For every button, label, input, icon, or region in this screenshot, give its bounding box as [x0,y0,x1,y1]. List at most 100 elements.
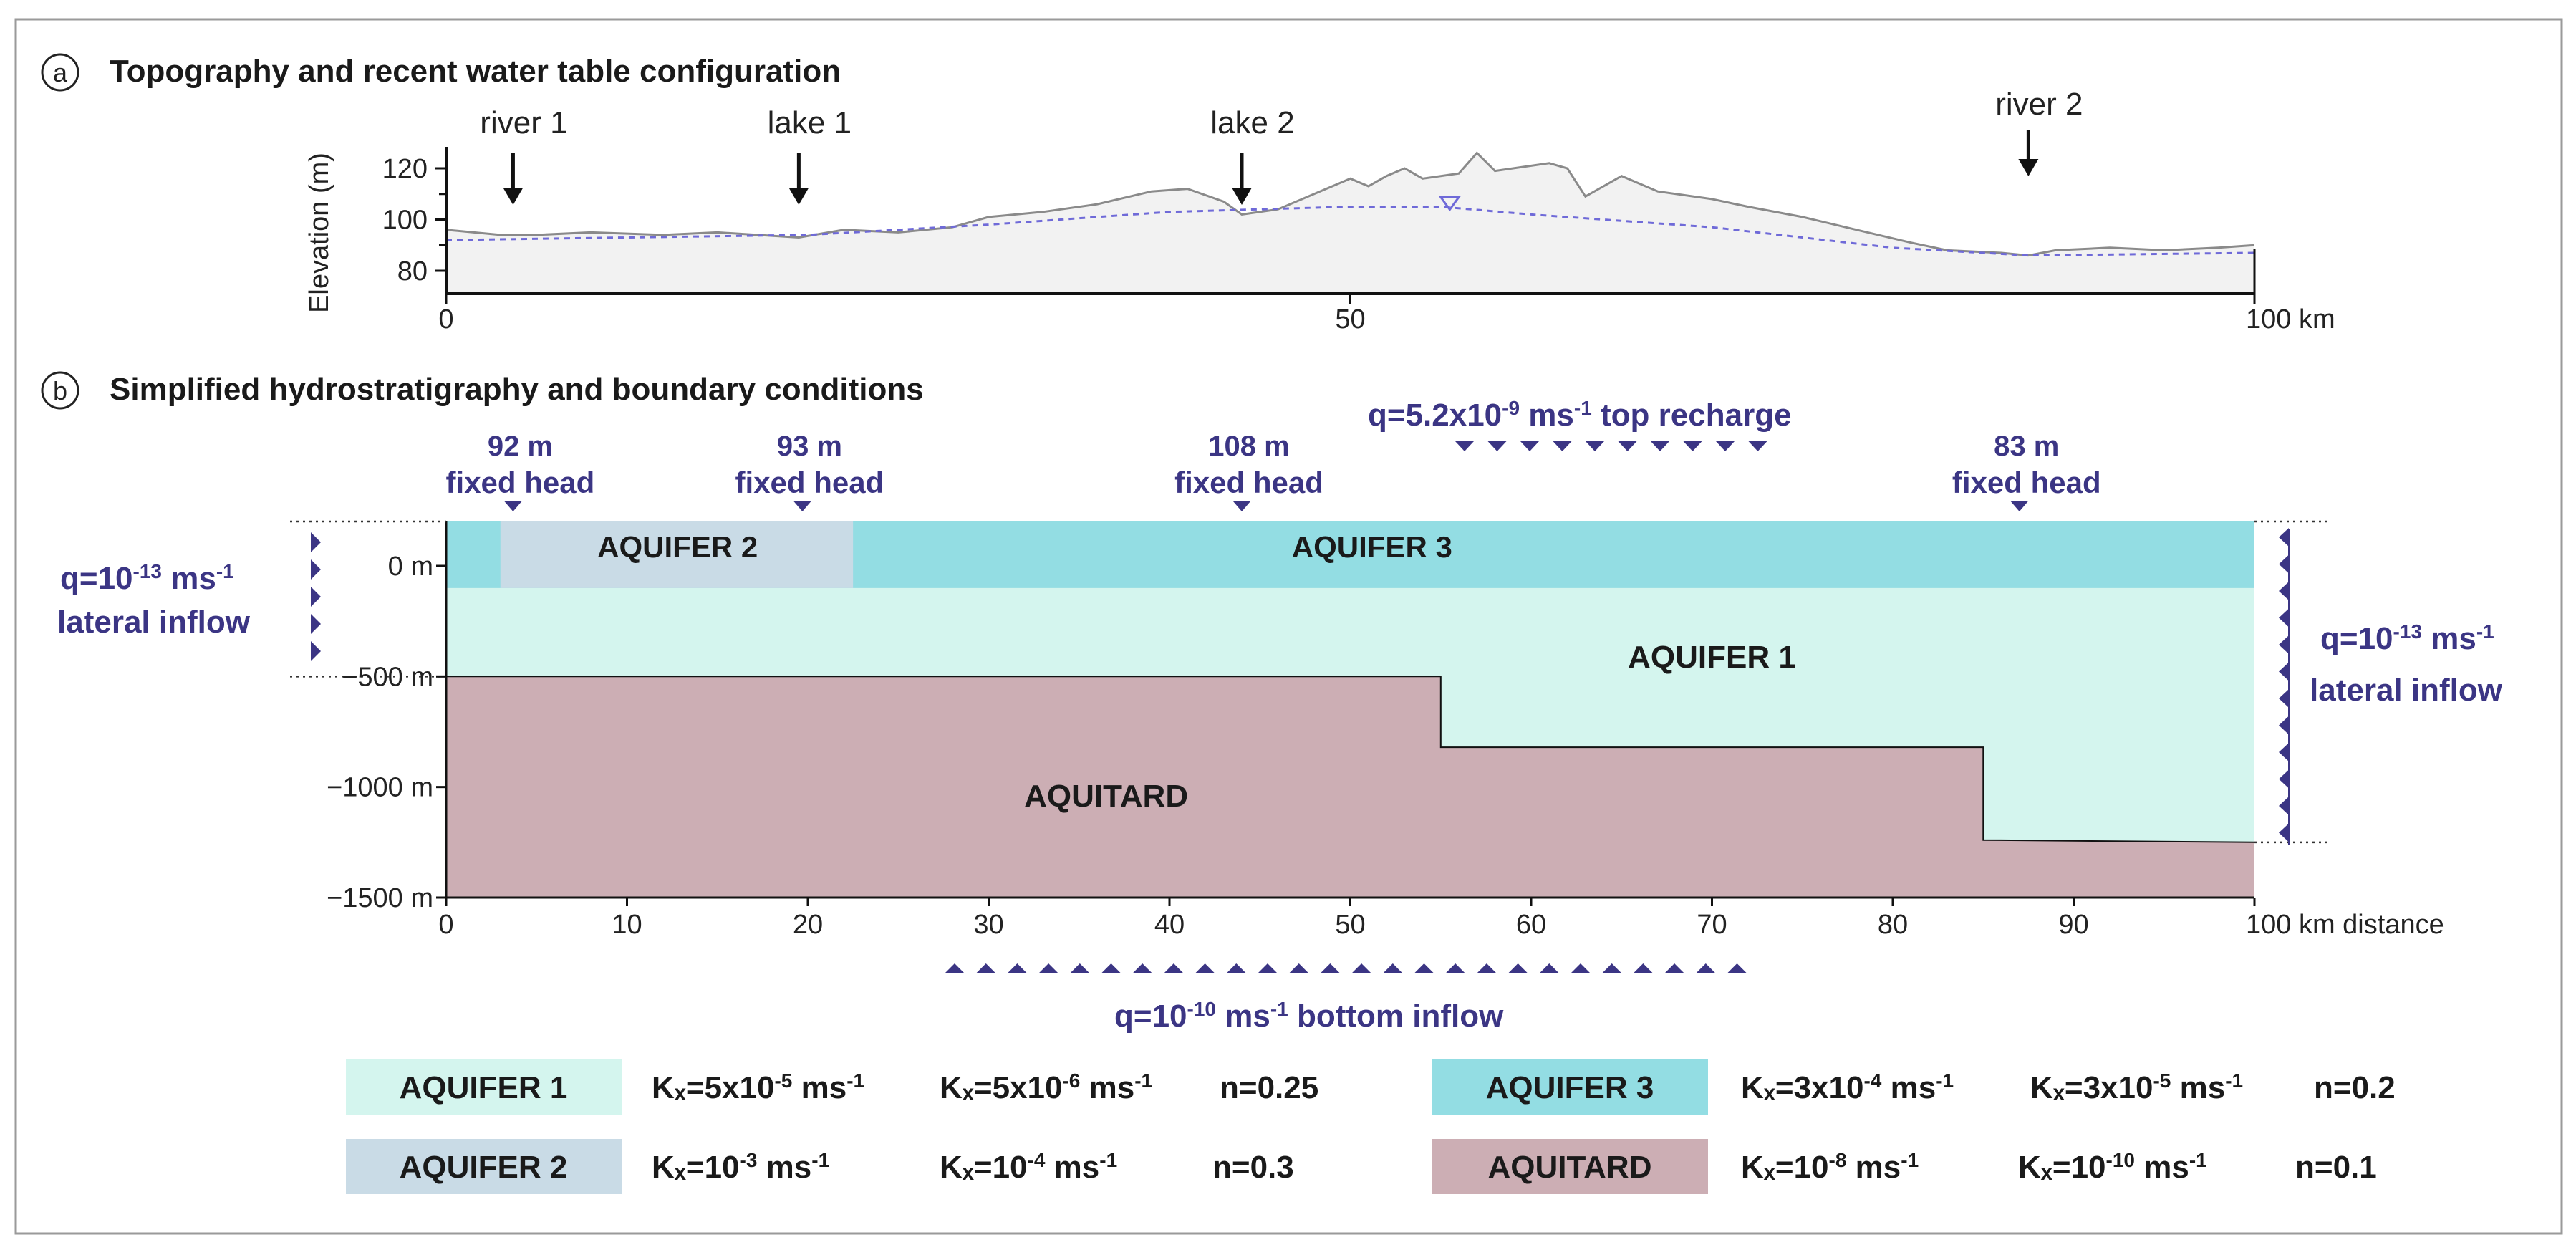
panel-b-y-tick-label: 0 m [388,552,433,582]
fixed-head-marker [793,501,811,511]
bottom-inflow-arrow [1288,963,1309,973]
fixed-head-value: 83 m [1994,431,2059,462]
recharge-arrow [1748,441,1767,451]
panel-b-x-tick-label: 0 [438,910,453,940]
lateral-left-arrow [311,641,321,661]
marker-arrow-head [1232,188,1252,205]
panel-a-letter-circle [41,53,79,92]
fixed-head-marker [2010,501,2028,511]
panel-a-plot [445,147,2256,295]
legend-swatch [1432,1059,1708,1115]
lateral-right-arrow [2279,528,2289,547]
top-recharge-arrows [1455,441,1767,451]
bottom-inflow-arrow [1101,963,1121,973]
bottom-inflow-arrow [1539,963,1560,973]
bottom-inflow-arrow [1695,963,1716,973]
aquifer-1-label: AQUIFER 1 [1628,640,1796,675]
legend-name: AQUIFER 1 [400,1070,568,1105]
legend-swatch [346,1059,622,1115]
bottom-inflow-arrow [1414,963,1434,973]
fixed-head-marker [504,501,522,511]
panel-b-x-tick-label: 100 km distance [2246,910,2444,940]
legend-kz: Kₓ=10-10 ms-1 [2018,1149,2207,1186]
bottom-inflow-arrow [1476,963,1497,973]
legend-kz: Kₓ=3x10-5 ms-1 [2030,1069,2243,1106]
marker-label: lake 1 [768,105,852,140]
panel-a-y-tick-label: 120 [382,154,428,184]
legend: AQUIFER 1 Kₓ=5x10-5 ms-1 Kₓ=5x10-6 ms-1 n=0… [346,1059,2396,1194]
bottom-inflow-arrow [945,963,965,973]
bottom-inflow-arrow [1351,963,1372,973]
lateral-left-arrow [311,614,321,634]
lateral-right-arrow [2279,797,2289,815]
legend-kz: Kₓ=10-4 ms-1 [940,1149,1117,1186]
fixed-head-value: 92 m [488,431,553,462]
bottom-inflow-label: q=10-10 ms-1 bottom inflow [1114,998,1504,1034]
bottom-inflow-arrow [1571,963,1591,973]
panel-b-letter-circle [41,371,79,410]
bottom-inflow-arrow [1633,963,1654,973]
lateral-inflow-left-q: q=10-13 ms-1 [60,560,234,597]
recharge-arrow [1716,441,1735,451]
recharge-arrow [1651,441,1669,451]
fixed-head-value: 93 m [777,431,842,462]
fixed-head-marker [1233,501,1250,511]
bottom-inflow-arrow [1069,963,1090,973]
bottom-inflow-arrow [1508,963,1528,973]
recharge-arrow [1455,441,1474,451]
marker-label: river 1 [480,105,567,140]
bottom-inflow-arrow [1320,963,1341,973]
aquifer-3-label: AQUIFER 3 [1292,530,1452,564]
bottom-inflow-arrow [1226,963,1247,973]
lateral-right-arrow [2279,743,2289,761]
fixed-head-label: fixed head [1174,466,1323,499]
legend-swatch [346,1139,622,1194]
fixed-head-label: fixed head [735,466,884,499]
legend-kx: Kₓ=5x10-5 ms-1 [652,1069,864,1106]
aquitard-layer [446,676,2254,898]
legend-swatch [1432,1139,1708,1194]
bottom-inflow-arrow [1195,963,1215,973]
marker-arrow-head [788,188,809,205]
aquitard-label: AQUITARD [1024,779,1188,814]
lateral-right-arrow [2279,689,2289,708]
lateral-right-arrow [2279,635,2289,654]
bottom-inflow-arrows [945,963,1747,973]
panel-a-y-tick-label: 80 [397,256,428,287]
legend-name: AQUITARD [1488,1150,1652,1185]
panel-b-x-tick-label: 90 [2058,910,2088,940]
legend-kx: Kₓ=3x10-4 ms-1 [1741,1069,1954,1106]
recharge-arrow [1618,441,1637,451]
panel-b-y-tick-label: −1500 m [327,883,433,913]
bottom-inflow-arrow [1601,963,1622,973]
legend-porosity: n=0.1 [2295,1150,2377,1185]
lateral-inflow-right-label: lateral inflow [2310,673,2503,708]
legend-kz: Kₓ=5x10-6 ms-1 [940,1069,1152,1106]
topography-fill [446,153,2254,294]
bottom-inflow-arrow [1007,963,1028,973]
bottom-inflow-arrow [1258,963,1278,973]
fixed-head-label: fixed head [1952,466,2101,499]
lateral-inflow-left-arrows [311,532,321,661]
recharge-arrow [1520,441,1539,451]
panel-b-letter: b [53,376,67,405]
lateral-inflow-right-arrows [2279,528,2290,845]
lateral-left-arrow [311,559,321,580]
lateral-inflow-right-q: q=10-13 ms-1 [2320,620,2494,657]
lateral-right-arrow [2279,608,2289,628]
lateral-right-arrow [2279,662,2289,681]
panel-b-x-tick-label: 50 [1335,910,1365,940]
panel-a-x-tick-label: 100 km [2246,304,2335,335]
aquifer-2-layer [500,521,854,588]
recharge-arrow [1683,441,1702,451]
panel-b-x-tick-label: 40 [1154,910,1185,940]
legend-name: AQUIFER 2 [400,1150,568,1185]
lateral-right-arrow [2279,716,2289,735]
panel-b-x-tick-label: 60 [1516,910,1546,940]
panel-b-x-tick-label: 70 [1697,910,1727,940]
